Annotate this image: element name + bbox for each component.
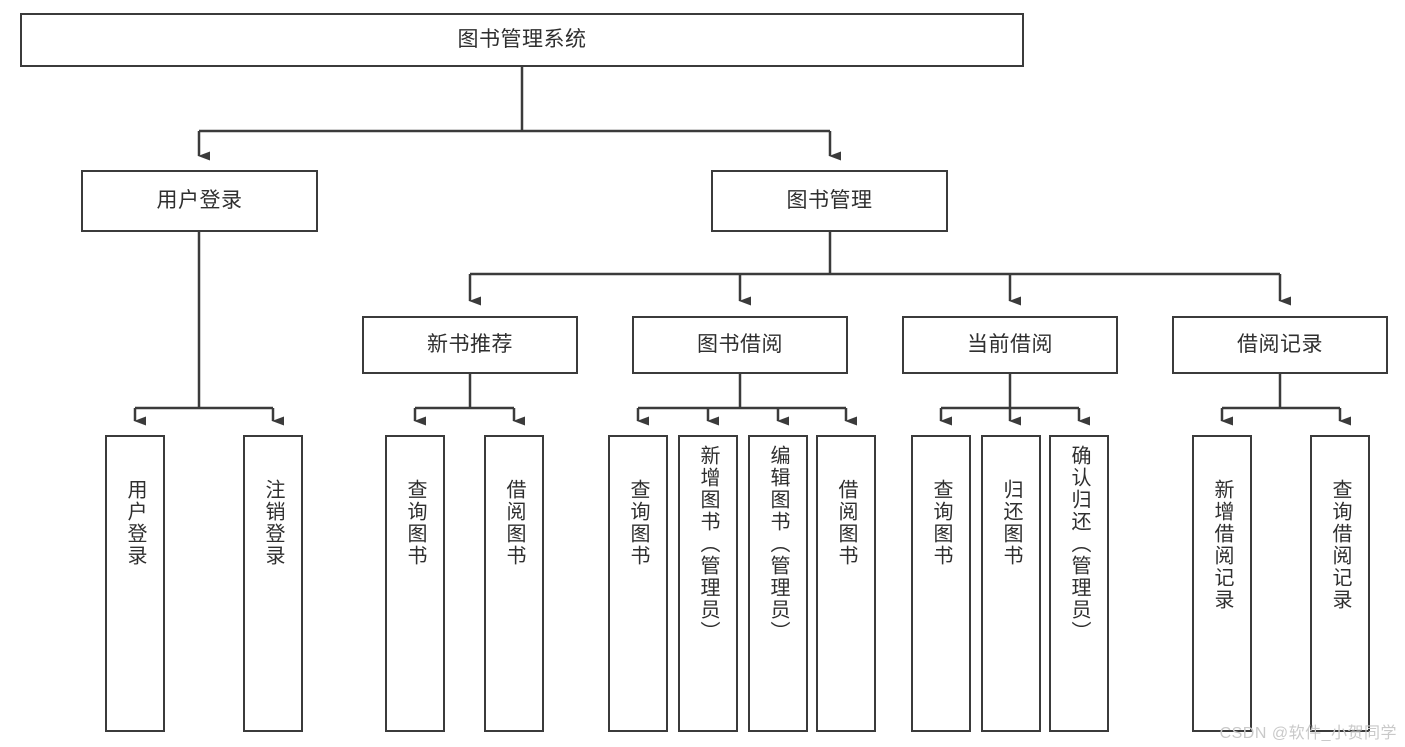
node-label: 查询借阅记录 xyxy=(1329,479,1351,611)
node-label: 新增借阅记录 xyxy=(1211,479,1233,611)
leaf-borrow-add-book[interactable]: 新增图书（管理员） xyxy=(678,435,738,732)
leaf-borrow-borrow-book[interactable]: 借阅图书 xyxy=(816,435,876,732)
node-label: 查询图书 xyxy=(404,479,426,567)
node-user-login[interactable]: 用户登录 xyxy=(81,170,318,232)
leaf-current-query-book[interactable]: 查询图书 xyxy=(911,435,971,732)
leaf-recommend-query-book[interactable]: 查询图书 xyxy=(385,435,445,732)
node-borrow-record[interactable]: 借阅记录 xyxy=(1172,316,1388,374)
leaf-current-return-book[interactable]: 归还图书 xyxy=(981,435,1041,732)
node-label: 图书管理系统 xyxy=(457,27,587,51)
node-label: 用户登录 xyxy=(124,479,146,567)
node-label: 新书推荐 xyxy=(427,332,513,356)
node-label: 确认归还（管理员） xyxy=(1068,445,1090,643)
watermark-text: CSDN @软件_小贺同学 xyxy=(1219,725,1397,742)
node-label: 归还图书 xyxy=(1000,479,1022,567)
node-label: 编辑图书（管理员） xyxy=(767,445,789,643)
leaf-record-add-record[interactable]: 新增借阅记录 xyxy=(1192,435,1252,732)
leaf-user-login-signout[interactable]: 注销登录 xyxy=(243,435,303,732)
leaf-record-query-record[interactable]: 查询借阅记录 xyxy=(1310,435,1370,732)
node-label: 当前借阅 xyxy=(967,332,1053,356)
node-label: 图书借阅 xyxy=(697,332,783,356)
node-label: 查询图书 xyxy=(627,479,649,567)
node-label: 借阅记录 xyxy=(1237,332,1323,356)
node-label: 新增图书（管理员） xyxy=(697,445,719,643)
leaf-borrow-edit-book[interactable]: 编辑图书（管理员） xyxy=(748,435,808,732)
node-label: 查询图书 xyxy=(930,479,952,567)
node-book-management[interactable]: 图书管理 xyxy=(711,170,948,232)
node-label: 图书管理 xyxy=(786,188,873,212)
leaf-borrow-query-book[interactable]: 查询图书 xyxy=(608,435,668,732)
leaf-user-login-signin[interactable]: 用户登录 xyxy=(105,435,165,732)
node-current-borrow[interactable]: 当前借阅 xyxy=(902,316,1118,374)
node-label: 借阅图书 xyxy=(835,479,857,567)
node-label: 用户登录 xyxy=(156,188,243,212)
leaf-recommend-borrow-book[interactable]: 借阅图书 xyxy=(484,435,544,732)
node-new-book-recommend[interactable]: 新书推荐 xyxy=(362,316,578,374)
leaf-current-confirm-return[interactable]: 确认归还（管理员） xyxy=(1049,435,1109,732)
node-root-system[interactable]: 图书管理系统 xyxy=(20,13,1024,67)
node-label: 注销登录 xyxy=(262,479,284,567)
node-label: 借阅图书 xyxy=(503,479,525,567)
node-book-borrow[interactable]: 图书借阅 xyxy=(632,316,848,374)
